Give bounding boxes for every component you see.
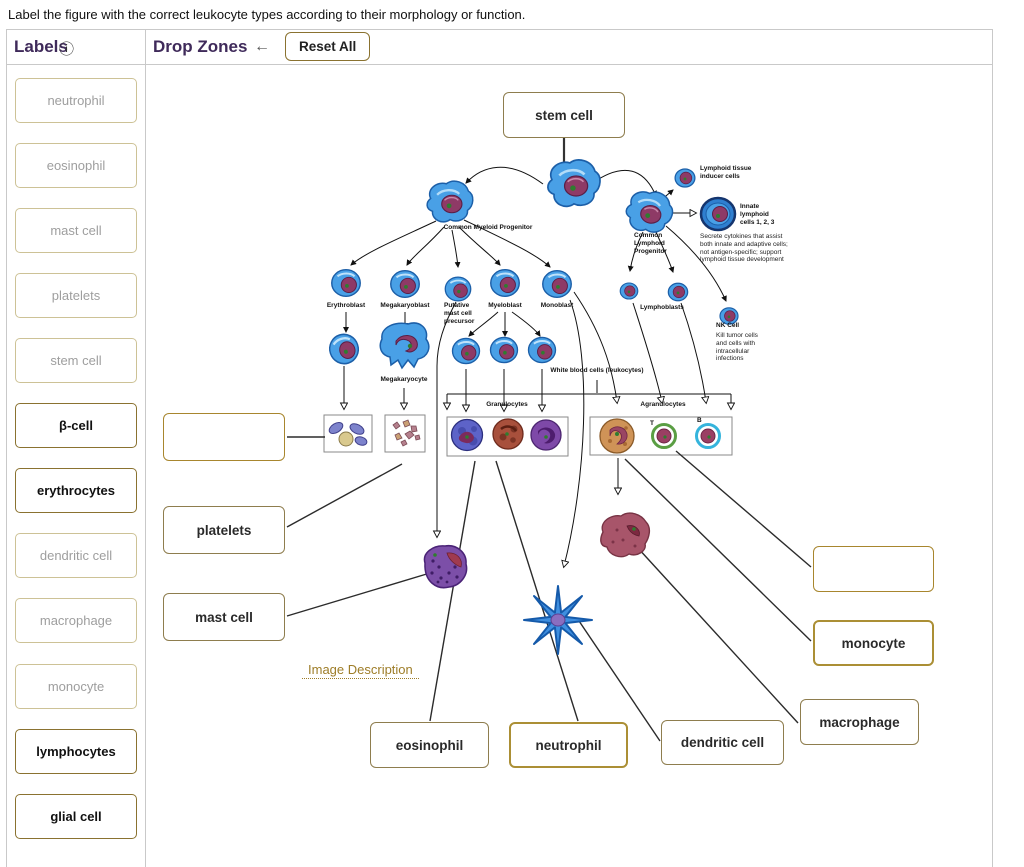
- label-chip-macrophage[interactable]: macrophage: [15, 598, 137, 643]
- fig-label-nk: NK Cell: [716, 322, 740, 329]
- fig-label-granulocytes: Granulocytes: [486, 401, 528, 408]
- dropzone-monocyte[interactable]: monocyte: [813, 620, 934, 666]
- drop-zones-title: Drop Zones: [153, 37, 248, 56]
- dropzone-eosinophil[interactable]: eosinophil: [370, 722, 489, 768]
- dropzone-erythrocytes-empty[interactable]: [163, 413, 285, 461]
- label-chip-mast-cell[interactable]: mast cell: [15, 208, 137, 253]
- dendritic-cell-illustration: [523, 585, 593, 655]
- fig-label-b-cell: B: [697, 417, 702, 424]
- innate-lymphoid-cell-illustration: [699, 196, 737, 232]
- header-divider: [6, 64, 993, 65]
- info-icon[interactable]: ⓘ: [59, 41, 75, 58]
- lymphoid-progenitor-illustration: [621, 185, 678, 238]
- erythrocytes-illustration: [328, 421, 368, 447]
- dropzone-stem-cell[interactable]: stem cell: [503, 92, 625, 138]
- fig-label-nk-desc: Kill tumor cells and cells with intracel…: [716, 332, 758, 363]
- fig-label-putative-mast: Putative mast cell precursor: [444, 302, 475, 325]
- label-chip-lymphocytes[interactable]: lymphocytes: [15, 729, 137, 774]
- fig-label-lymphoblasts: Lymphoblasts: [640, 304, 684, 311]
- sidebar-divider: [145, 29, 146, 867]
- dropzone-platelets[interactable]: platelets: [163, 506, 285, 554]
- answer-connector-lines: [286, 138, 812, 742]
- fig-label-megakaryoblast: Megakaryoblast: [380, 302, 430, 309]
- fig-label-clp: Common Lymphoid Progenitor: [634, 232, 667, 255]
- fig-label-erythroblast: Erythroblast: [326, 302, 366, 309]
- fig-label-ilc: Innate lymphoid cells 1, 2, 3: [740, 203, 775, 226]
- fig-label-agranulocytes: Agranulocytes: [640, 401, 686, 408]
- labels-panel-title: Labels: [14, 37, 68, 56]
- dropzone-macrophage[interactable]: macrophage: [800, 699, 919, 745]
- platelets-illustration: [392, 419, 421, 447]
- granulocyte-cells: [450, 418, 562, 452]
- label-chip-monocyte[interactable]: monocyte: [15, 664, 137, 709]
- label-chip-eosinophil[interactable]: eosinophil: [15, 143, 137, 188]
- fig-label-monoblast: Monoblast: [540, 302, 574, 309]
- dropzone-dendritic-cell[interactable]: dendritic cell: [661, 720, 784, 765]
- label-chip-dendritic-cell[interactable]: dendritic cell: [15, 533, 137, 578]
- macrophage-illustration: [600, 512, 651, 558]
- label-chip-platelets[interactable]: platelets: [15, 273, 137, 318]
- undo-arrow-icon[interactable]: ←: [254, 38, 270, 55]
- label-chip-glial-cell[interactable]: glial cell: [15, 794, 137, 839]
- label-chip-beta-cell[interactable]: β-cell: [15, 403, 137, 448]
- fig-label-myeloblast: Myeloblast: [488, 302, 522, 309]
- fig-label-t-cell: T: [650, 420, 654, 427]
- fig-label-ilc-desc: Secrete cytokines that assist both innat…: [700, 233, 788, 264]
- dropzone-neutrophil[interactable]: neutrophil: [509, 722, 628, 768]
- megakaryocyte-illustration: [379, 322, 430, 370]
- dropzone-right-empty[interactable]: [813, 546, 934, 592]
- fig-label-cmp: Common Myeloid Progenitor: [443, 224, 533, 231]
- label-chip-neutrophil[interactable]: neutrophil: [15, 78, 137, 123]
- fig-label-megakaryocyte: Megakaryocyte: [380, 376, 428, 383]
- label-chip-erythrocytes[interactable]: erythrocytes: [15, 468, 137, 513]
- cell-image-boxes: [323, 414, 733, 457]
- stem-cell-illustration: [546, 158, 602, 208]
- label-chip-stem-cell[interactable]: stem cell: [15, 338, 137, 383]
- image-description-link[interactable]: Image Description: [302, 661, 419, 679]
- myeloid-progenitor-illustration: [425, 180, 474, 224]
- instruction-text: Label the figure with the correct leukoc…: [8, 7, 526, 22]
- fig-label-wbc: White blood cells (leukocytes): [550, 367, 644, 374]
- dropzone-mast-cell[interactable]: mast cell: [163, 593, 285, 641]
- reset-all-button[interactable]: Reset All: [285, 32, 371, 61]
- mast-cell-illustration: [423, 544, 468, 589]
- fig-label-lti: Lymphoid tissue inducer cells: [700, 165, 752, 180]
